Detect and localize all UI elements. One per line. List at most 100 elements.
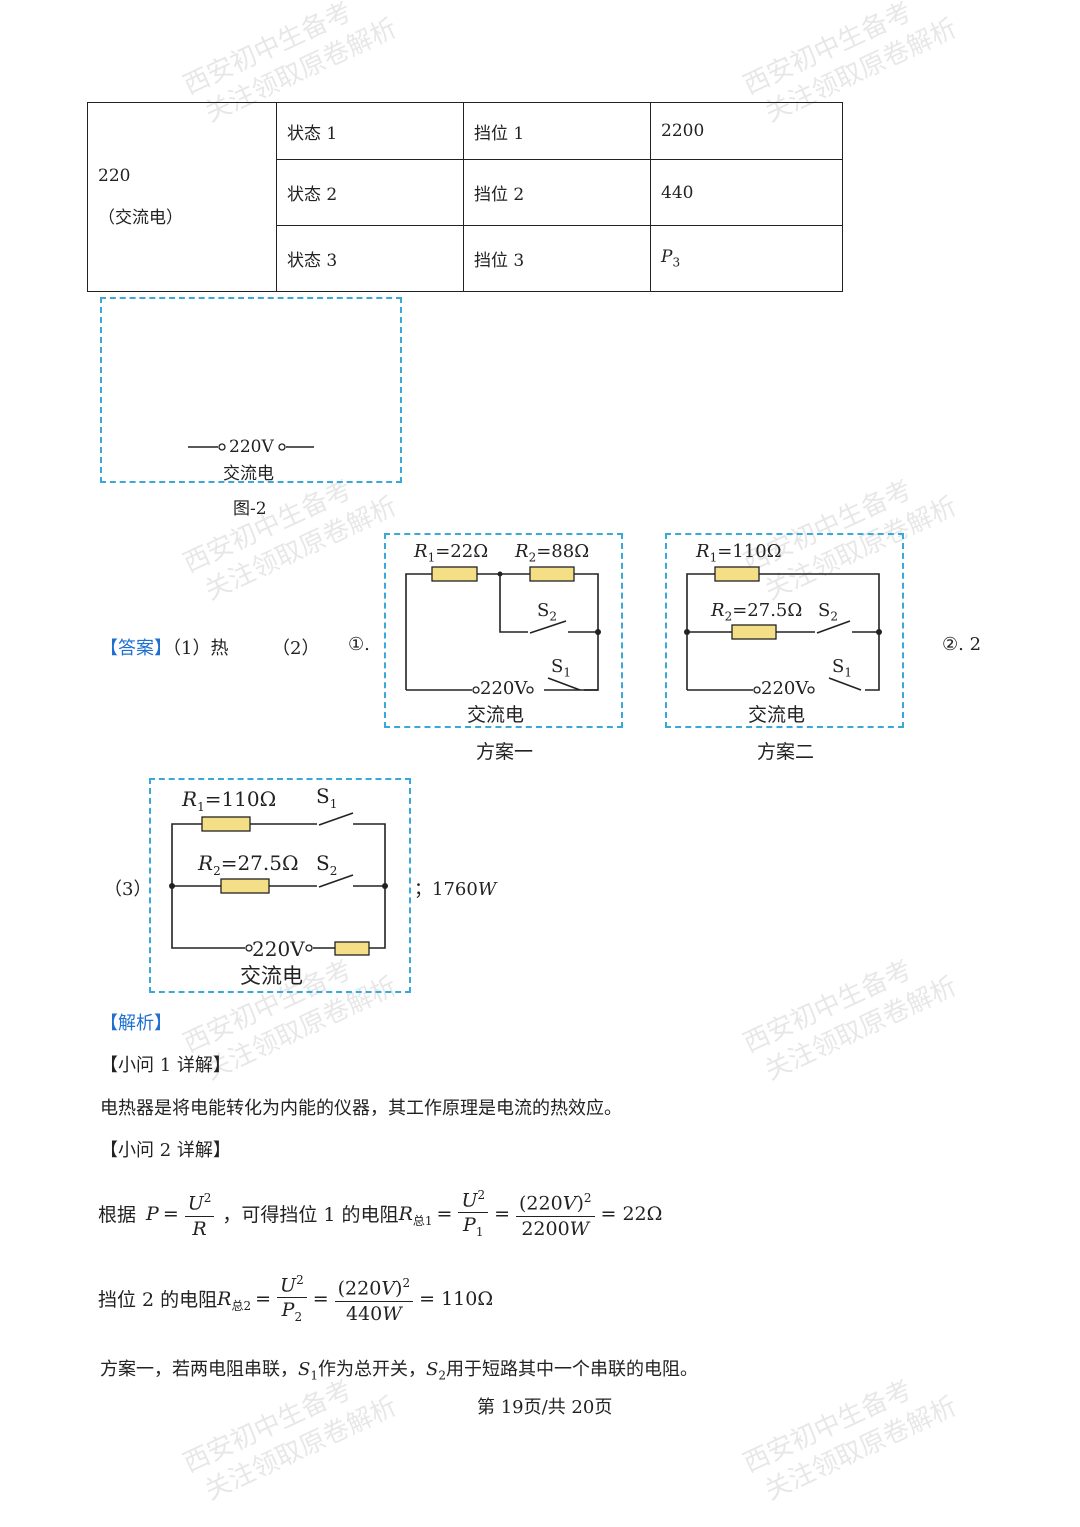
answer-part1: （1）热 bbox=[172, 638, 229, 659]
numerator: U2 bbox=[184, 1186, 215, 1217]
scheme2-box bbox=[665, 533, 904, 728]
watermark-line: 关注领取原卷解析 bbox=[200, 1391, 402, 1507]
answer-tag: 【答案】 bbox=[100, 638, 172, 659]
eq-sign: = bbox=[255, 1287, 272, 1310]
scheme1-terminal-label: 220V bbox=[480, 678, 528, 699]
subscript-total2: 总2 bbox=[231, 1299, 252, 1314]
result-unit: W bbox=[477, 879, 497, 900]
figure2-terminal-label: 220V bbox=[229, 437, 274, 457]
r2-symbol: R bbox=[711, 600, 725, 621]
value-220: (220 bbox=[519, 1192, 563, 1215]
p-symbol: P bbox=[281, 1299, 295, 1322]
watermark-line: 西安初中生备考 bbox=[738, 0, 917, 102]
scheme2-r2-label: R2=27.5Ω bbox=[711, 600, 802, 624]
r2-symbol: R bbox=[515, 541, 529, 562]
watermark-line: 西安初中生备考 bbox=[738, 954, 917, 1060]
state-cell: 状态 3 bbox=[276, 225, 464, 292]
denominator: 440W bbox=[343, 1302, 405, 1326]
gear-cell: 挡位 2 bbox=[463, 159, 651, 226]
scheme1-source-label: 交流电 bbox=[467, 704, 525, 726]
watermark-line: 关注领取原卷解析 bbox=[760, 1391, 962, 1507]
scheme1-explanation: 方案一，若两电阻串联，S1作为总开关，S2用于短路其中一个串联的电阻。 bbox=[100, 1355, 698, 1383]
eq-sign: = bbox=[162, 1202, 179, 1225]
s1-subscript: 1 bbox=[329, 797, 338, 811]
eq-sign: = bbox=[436, 1202, 453, 1225]
formula-mid: ，可得挡位 1 的电阻 bbox=[222, 1204, 399, 1227]
r1-subscript: 1 bbox=[427, 550, 436, 565]
result-value: ；1760 bbox=[414, 879, 478, 900]
exponent: 2 bbox=[583, 1191, 592, 1206]
numerator: U2 bbox=[458, 1183, 489, 1214]
scheme1-caption: 方案一 bbox=[476, 741, 534, 763]
s1-symbol: S bbox=[316, 784, 330, 808]
s2-symbol: S bbox=[425, 1359, 439, 1380]
table-row: 220 （交流电） 状态 1 挡位 1 2200 bbox=[87, 102, 843, 292]
unit-v: V bbox=[381, 1277, 396, 1300]
text-part: 方案一，若两电阻串联， bbox=[100, 1359, 298, 1380]
value-2200: 2200 bbox=[521, 1217, 570, 1240]
r1-subscript: 1 bbox=[709, 550, 718, 565]
scheme1-circuit bbox=[405, 566, 601, 694]
gear-cell: 挡位 1 bbox=[463, 102, 651, 160]
s1-symbol: S bbox=[551, 656, 564, 677]
scheme1-r1-label: R1=22Ω bbox=[414, 541, 488, 565]
scheme3-circuit bbox=[169, 812, 388, 956]
voltage-value: 220 bbox=[98, 166, 131, 186]
scheme2-r1-label: R1=110Ω bbox=[696, 541, 782, 565]
s1-subscript: 1 bbox=[310, 1368, 318, 1383]
s2-subscript: 2 bbox=[830, 609, 838, 624]
formula-prefix: 挡位 2 的电阻 bbox=[98, 1289, 218, 1312]
fraction-u2-r: U2 R bbox=[184, 1186, 215, 1240]
scheme1-s1-label: S1 bbox=[551, 656, 571, 680]
fraction-u2-p1: U2 P1 bbox=[458, 1183, 489, 1244]
scheme3-r1-label: R1=110Ω bbox=[182, 787, 276, 814]
u-symbol: U bbox=[461, 1189, 478, 1212]
s2-subscript: 2 bbox=[329, 864, 338, 878]
figure2-box bbox=[100, 297, 402, 483]
text-part: 作为总开关， bbox=[317, 1359, 426, 1380]
s1-subscript: 1 bbox=[844, 665, 852, 680]
scheme3-box bbox=[149, 778, 411, 993]
r1-symbol: R bbox=[414, 541, 428, 562]
close-paren: ) bbox=[395, 1277, 403, 1300]
formula-result: = 110Ω bbox=[419, 1287, 494, 1310]
power-cell: 440 bbox=[650, 159, 843, 226]
u-symbol: U bbox=[280, 1274, 297, 1297]
formula-prefix: 根据 bbox=[98, 1204, 137, 1227]
r1-value: =110Ω bbox=[717, 541, 782, 562]
eq-sign: = bbox=[312, 1287, 329, 1310]
answer-part2: （2） bbox=[272, 638, 320, 659]
gear-cell: 挡位 3 bbox=[463, 225, 651, 292]
r1-symbol: R bbox=[696, 541, 710, 562]
q2-heading: 【小问 2 详解】 bbox=[100, 1140, 231, 1161]
p-symbol: P bbox=[463, 1214, 476, 1237]
scheme3-terminal-label: 220V bbox=[252, 937, 305, 961]
r2-value: =27.5Ω bbox=[732, 600, 803, 621]
analysis-tag: 【解析】 bbox=[100, 1013, 172, 1034]
scheme3-s2-label: S2 bbox=[316, 851, 337, 878]
watermark-line: 西安初中生备考 bbox=[178, 0, 357, 102]
scheme3-source-label: 交流电 bbox=[240, 964, 303, 988]
watermark-line: 关注领取原卷解析 bbox=[200, 491, 402, 607]
watermark-line: 西安初中生备考 bbox=[738, 1374, 917, 1480]
state-cell: 状态 1 bbox=[276, 102, 464, 160]
numerator: (220V)2 bbox=[334, 1271, 414, 1302]
exponent: 2 bbox=[296, 1273, 304, 1287]
state-cell: 状态 2 bbox=[276, 159, 464, 226]
r2-value: =27.5Ω bbox=[220, 851, 299, 875]
scheme2-s2-label: S2 bbox=[818, 600, 838, 624]
figure2-terminals bbox=[188, 443, 314, 451]
table-row: 状态 3 挡位 3 P3 bbox=[88, 225, 843, 292]
answer-mark2: ②. 2 bbox=[942, 634, 982, 655]
scheme2-s1-label: S1 bbox=[832, 656, 852, 680]
spec-table: 220 （交流电） 状态 1 挡位 1 2200 状态 2 挡位 2 440 状… bbox=[87, 102, 843, 292]
r2-subscript: 2 bbox=[528, 550, 537, 565]
u-symbol: U bbox=[187, 1192, 204, 1215]
r2-symbol: R bbox=[198, 851, 214, 875]
power-subscript: 3 bbox=[672, 255, 681, 270]
value-440: 440 bbox=[345, 1302, 383, 1325]
unit-w: W bbox=[382, 1302, 402, 1325]
p-subscript: 1 bbox=[475, 1225, 484, 1240]
